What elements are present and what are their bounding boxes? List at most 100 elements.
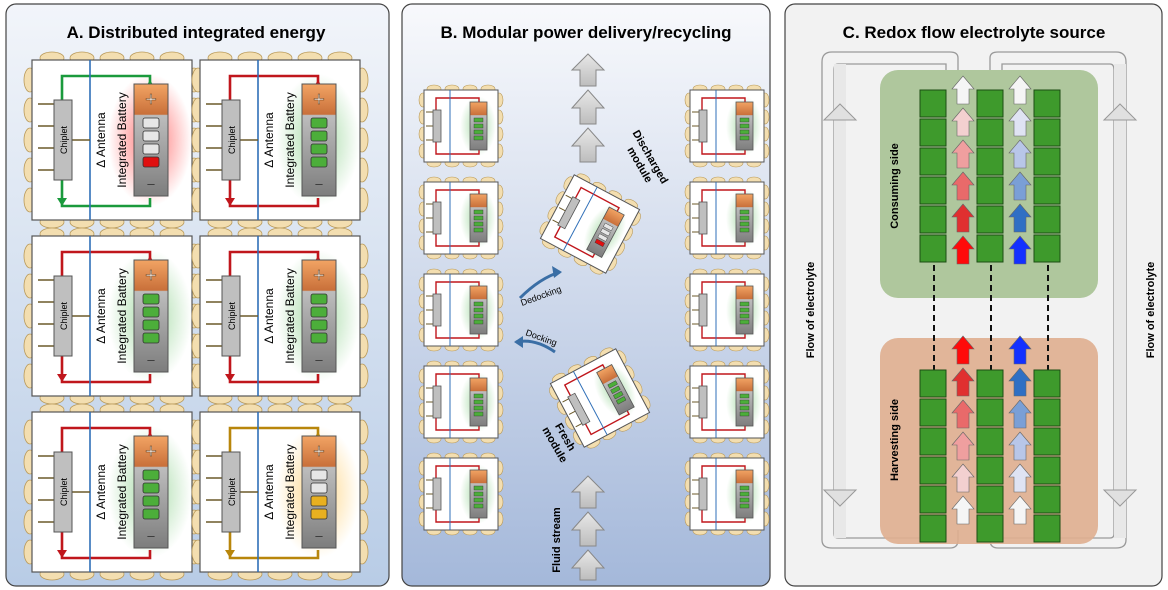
circuit-wire (553, 222, 596, 259)
small-module (418, 452, 504, 536)
electrode-cell (976, 89, 1004, 118)
electrode-cell (1033, 456, 1061, 485)
charge-cell (142, 482, 160, 494)
charge-cell (142, 156, 160, 168)
circuit-wire (701, 465, 746, 482)
minus-sign: – (315, 176, 323, 191)
panel-c-title: C. Redox flow electrolyte source (843, 23, 1106, 42)
electrode-cell (976, 427, 1004, 456)
electrode-cell (919, 205, 947, 234)
flow-arrow (951, 495, 975, 525)
circuit-wire (228, 74, 320, 115)
electrode-cell (919, 89, 947, 118)
fluid-stream-arrows-top (570, 53, 606, 163)
circuit-wire (228, 250, 320, 291)
chiplet (221, 99, 241, 181)
fluid-stream-arrows-bottom (570, 475, 606, 581)
chiplet-label: Chiplet (59, 125, 69, 154)
circuit-wire (435, 322, 480, 339)
circuit-wire (563, 363, 606, 400)
flow-arrow (951, 399, 975, 429)
stream-arrow (570, 511, 606, 547)
small-module (684, 176, 770, 260)
flow-arrow (951, 139, 975, 169)
charge-cell (310, 143, 328, 155)
minus-sign: – (147, 352, 155, 367)
harvesting-side-label: Harvesting side (889, 399, 901, 481)
charge-cell (594, 238, 606, 247)
chiplet (698, 293, 708, 327)
flow-arrow (951, 107, 975, 137)
antenna-label: Δ Antenna (262, 112, 276, 168)
charge-cell (473, 497, 484, 503)
charge-cell (310, 332, 328, 344)
module-column-left (418, 84, 504, 536)
battery-label: Integrated Battery (115, 92, 129, 187)
flow-arrow (1008, 367, 1032, 397)
chiplet-pin (568, 410, 576, 415)
charge-cell (739, 215, 750, 221)
charge-cell (473, 221, 484, 227)
electrode-cell (919, 485, 947, 514)
electrode-cell (1033, 398, 1061, 427)
plus-sign: + (145, 89, 157, 111)
wire-arrowhead (225, 198, 235, 206)
electrode-cell (919, 369, 947, 398)
flow-label-left: Flow of electrolyte (805, 262, 817, 359)
small-module (418, 268, 504, 352)
charge-cell (615, 396, 627, 405)
flow-arrow (951, 75, 975, 105)
electrode-cell (976, 369, 1004, 398)
flow-arrow (1008, 335, 1032, 365)
small-module (684, 452, 770, 536)
charge-cell (610, 385, 621, 394)
charge-cell (310, 508, 328, 520)
docking-arrowhead (514, 336, 523, 348)
circuit-wire (228, 170, 320, 208)
wire-arrowhead (57, 374, 67, 382)
flow-label-right: Flow of electrolyte (1145, 262, 1157, 359)
circuit-wire (60, 346, 152, 384)
battery-label: Integrated Battery (283, 268, 297, 363)
charge-cell (142, 306, 160, 318)
chiplet-label: Chiplet (227, 125, 237, 154)
flow-arrow (951, 235, 975, 265)
circuit-wire (435, 281, 480, 298)
small-module (549, 347, 651, 449)
wire-arrowhead (225, 374, 235, 382)
antenna-line (562, 186, 598, 251)
charge-cell (739, 209, 750, 215)
charge-cell (310, 495, 328, 507)
minus-sign: – (147, 528, 155, 543)
charge-cell (739, 503, 750, 509)
charge-cell (739, 319, 750, 325)
chiplet (221, 275, 241, 357)
chiplet-pin (552, 219, 559, 224)
charge-cell (142, 130, 160, 142)
charge-cell (473, 485, 484, 491)
charge-cell (739, 411, 750, 417)
charge-cell (739, 405, 750, 411)
electrode-cell (919, 514, 947, 543)
dedocking-arrowhead (552, 266, 562, 278)
chiplet (53, 275, 73, 357)
circuit-wire (435, 465, 480, 482)
flow-arrow (951, 463, 975, 493)
charge-cell (473, 411, 484, 417)
electrode-cell (976, 456, 1004, 485)
charge-cell (310, 469, 328, 481)
panel-a: A. Distributed integrated energy Chiplet… (5, 3, 390, 587)
charge-cell (310, 130, 328, 142)
flow-arrow (1008, 203, 1032, 233)
electrode-cell (976, 176, 1004, 205)
charge-cell (739, 399, 750, 405)
charge-cell (739, 485, 750, 491)
wire-arrowhead (225, 550, 235, 558)
flow-arrow (1008, 399, 1032, 429)
electrode-cell (919, 427, 947, 456)
chiplet (53, 99, 73, 181)
